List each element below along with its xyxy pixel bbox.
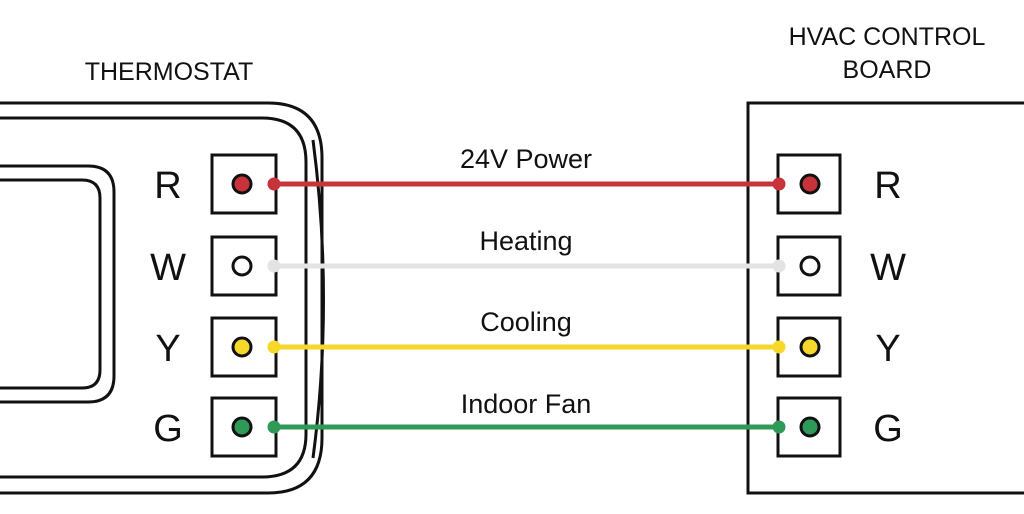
thermostat-terminal-label-w: W (150, 247, 186, 289)
board-terminal-label-y: Y (875, 328, 900, 370)
wire-row-r: R R 24V Power (154, 144, 902, 215)
wire-end-dot-left-w (267, 259, 281, 273)
wire-end-dot-left-y (267, 340, 281, 354)
wire-end-dot-left-r (267, 177, 281, 191)
wire-end-dot-right-g (772, 420, 786, 434)
thermostat-title: THERMOSTAT (85, 58, 254, 86)
wire-label-y: Cooling (480, 307, 572, 337)
board-terminal-label-r: R (874, 165, 901, 207)
board-terminal-screw-g (799, 416, 821, 438)
wire-label-g: Indoor Fan (461, 389, 592, 419)
board-terminal-screw-r (799, 173, 821, 195)
thermostat-terminal-screw-g (231, 416, 253, 438)
thermostat-terminal-screw-r (231, 173, 253, 195)
control-board-title-line2: BOARD (843, 56, 932, 84)
wire-label-r: 24V Power (460, 144, 592, 174)
thermostat-terminal-label-g: G (153, 408, 183, 450)
wire-label-w: Heating (479, 226, 572, 256)
wire-end-dot-right-w (772, 259, 786, 273)
board-terminal-label-g: G (873, 408, 903, 450)
control-board-title-line1: HVAC CONTROL (789, 23, 986, 51)
control-board-body (746, 101, 1024, 495)
wire-row-w: W W Heating (150, 226, 906, 297)
thermostat-terminal-screw-y (231, 336, 253, 358)
wire-row-y: Y Y Cooling (155, 307, 901, 378)
wire-end-dot-right-y (772, 340, 786, 354)
board-terminal-screw-y (799, 336, 821, 358)
thermostat-terminal-label-r: R (154, 165, 181, 207)
thermostat-body (0, 101, 325, 495)
board-terminal-screw-w (799, 255, 821, 277)
thermostat-screen (0, 164, 116, 404)
thermostat-terminal-label-y: Y (155, 328, 180, 370)
board-terminal-label-w: W (870, 247, 906, 289)
thermostat-terminal-screw-w (231, 255, 253, 277)
wire-row-g: G G Indoor Fan (153, 389, 903, 458)
wire-end-dot-right-r (772, 177, 786, 191)
wire-end-dot-left-g (267, 420, 281, 434)
